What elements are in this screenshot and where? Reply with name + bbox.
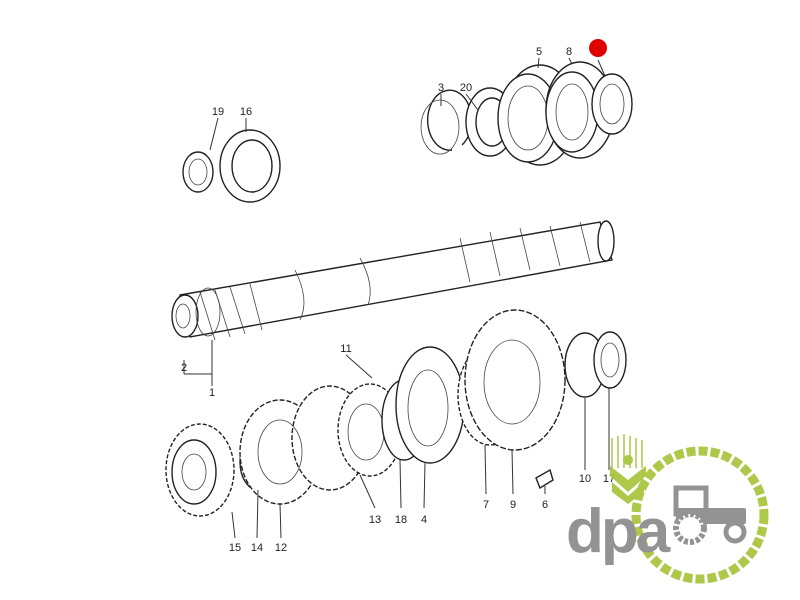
part-19-ring[interactable] <box>182 151 214 193</box>
callout-11: 11 <box>340 343 351 355</box>
callout-7: 7 <box>483 499 489 511</box>
callout-10: 10 <box>579 473 591 485</box>
callout-16: 16 <box>240 106 252 118</box>
callout-19: 19 <box>212 106 224 118</box>
callout-12: 12 <box>275 542 287 554</box>
callout-18: 18 <box>395 514 407 526</box>
callout-4: 4 <box>421 514 427 526</box>
part-2-shaft-spline[interactable] <box>195 287 221 337</box>
part-4-synchronizer[interactable] <box>395 346 465 464</box>
part-6-key[interactable] <box>535 468 554 490</box>
dpa-logo: dpa <box>566 434 769 584</box>
callout-3: 3 <box>438 82 444 94</box>
part-3-circlip[interactable] <box>420 89 473 155</box>
leader-lines <box>183 57 610 539</box>
part-1-main-shaft[interactable] <box>171 220 615 341</box>
highlighted-part-nut[interactable] <box>591 73 633 135</box>
callout-1: 1 <box>209 387 215 399</box>
callout-5: 5 <box>536 46 542 58</box>
callout-9: 9 <box>510 499 516 511</box>
callout-13: 13 <box>369 514 381 526</box>
part-16-ring[interactable] <box>219 129 281 203</box>
logo-text: dpa <box>566 497 671 566</box>
callout-14: 14 <box>251 542 263 554</box>
logo-tractor-icon <box>673 485 747 545</box>
logo-wheat-icon <box>610 434 646 504</box>
callout-6: 6 <box>542 499 548 511</box>
logo-gear-ring-icon <box>631 446 769 584</box>
highlight-marker-dot <box>589 39 607 57</box>
part-17-ring[interactable] <box>593 331 627 389</box>
callout-8: 8 <box>566 46 572 58</box>
part-9-large-gear[interactable] <box>464 309 566 451</box>
part-15-gear[interactable] <box>165 423 235 517</box>
callout-labels: 19 16 3 20 5 8 2 1 11 15 14 12 13 18 4 7… <box>181 46 615 554</box>
callout-20: 20 <box>460 82 472 94</box>
callout-2: 2 <box>181 362 187 374</box>
callout-15: 15 <box>229 542 241 554</box>
